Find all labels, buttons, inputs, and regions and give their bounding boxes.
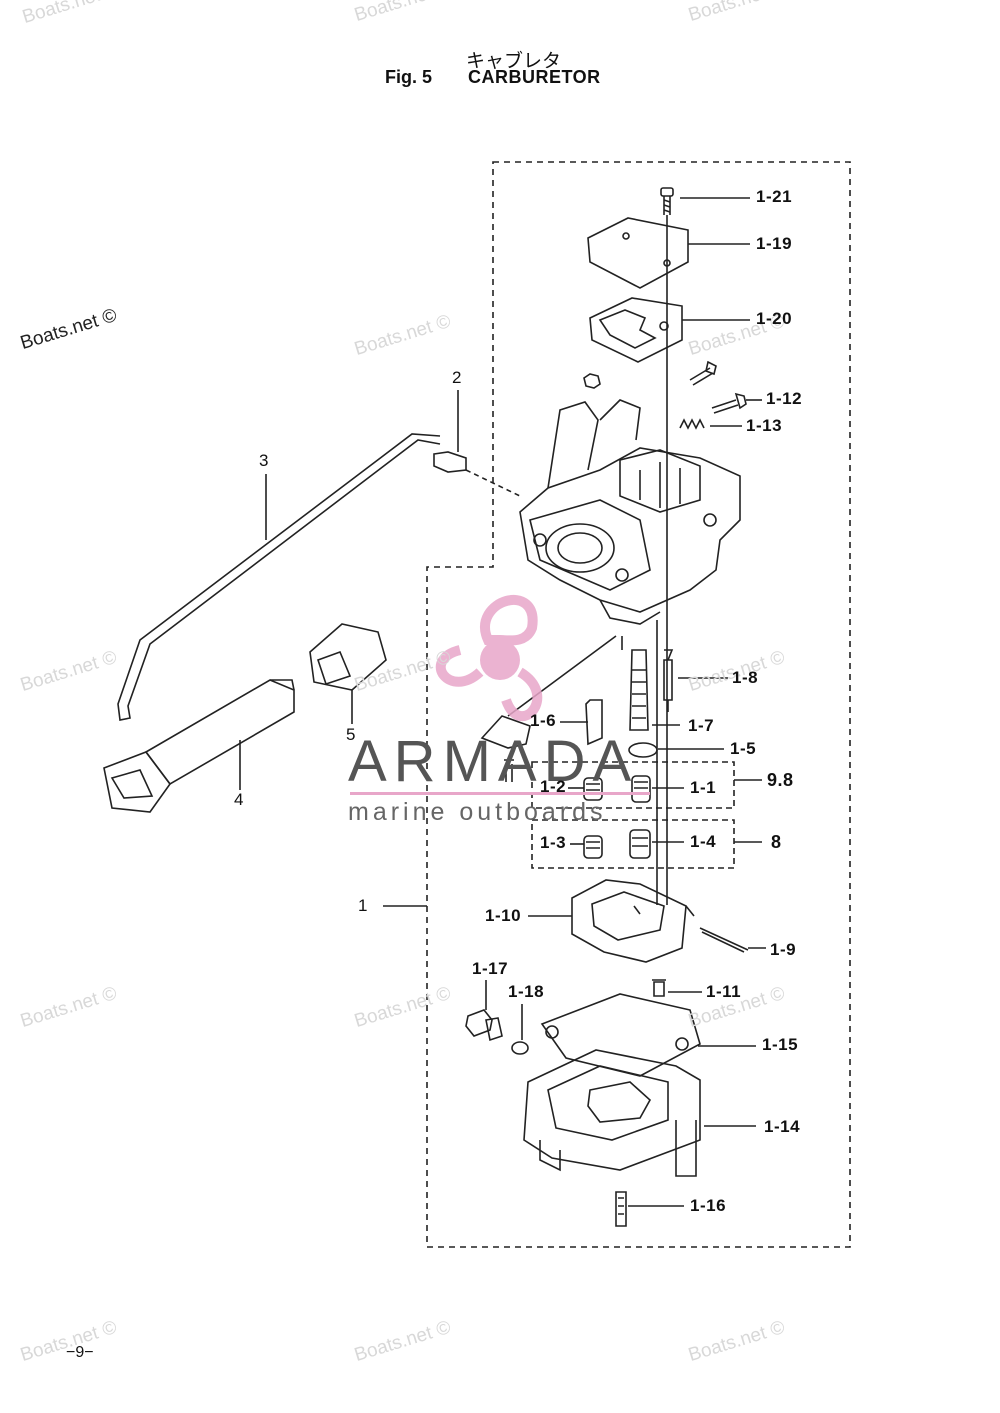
- callout-1-17: 1-17: [472, 959, 509, 978]
- callout-1-4: 1-4: [690, 832, 717, 851]
- callout-1-13: 1-13: [746, 416, 783, 435]
- callout-1-7: 1-7: [688, 716, 715, 735]
- rod-3: [117, 433, 441, 721]
- armada-divider: [350, 792, 650, 795]
- callout-1-15: 1-15: [762, 1035, 799, 1054]
- callout-1-18: 1-18: [508, 982, 545, 1001]
- title-english: CARBURETOR: [468, 67, 601, 87]
- group-box-9-8: [531, 761, 735, 809]
- handle-4: [103, 679, 295, 813]
- callout-1-16: 1-16: [690, 1196, 727, 1215]
- carburetor-body: [519, 399, 741, 625]
- jet-1-4: [629, 829, 651, 859]
- jet-1-3: [583, 835, 603, 859]
- callout-1-1: 1-1: [690, 778, 717, 797]
- plug-1-17: [465, 1009, 503, 1042]
- callout-1-14: 1-14: [764, 1117, 801, 1136]
- callout-2: 2: [452, 368, 462, 387]
- armada-tagline: marine outboards: [348, 798, 607, 826]
- callout-1-11: 1-11: [706, 982, 742, 1001]
- group-box-8: [531, 819, 735, 869]
- jet-1-2: [583, 777, 603, 801]
- cover-1-19: [587, 217, 689, 289]
- nut: [583, 373, 601, 389]
- gasket-1-15: [540, 993, 701, 1077]
- title-japanese: キャブレタ: [466, 50, 562, 72]
- spring-1-13: [679, 418, 705, 430]
- page-number: −9−: [66, 1344, 94, 1361]
- callout-1-10: 1-10: [485, 906, 522, 925]
- o-ring-1-18: [511, 1041, 529, 1055]
- float-bowl-1-14: [523, 1049, 701, 1177]
- jet-1-6: [585, 699, 603, 746]
- callout-8: 8: [771, 832, 782, 852]
- screw-1-12: [711, 392, 747, 414]
- screw-1-16: [615, 1191, 627, 1227]
- callout-4: 4: [234, 790, 244, 809]
- callout-1-6: 1-6: [530, 711, 557, 730]
- elbow-2: [433, 451, 467, 473]
- gasket-1-20: [589, 297, 683, 363]
- callout-1-9: 1-9: [770, 940, 797, 959]
- callout-1-3: 1-3: [540, 833, 567, 852]
- callout-5: 5: [346, 725, 356, 744]
- emulsion-tube-1-7: [629, 649, 649, 731]
- callout-1-5: 1-5: [730, 739, 757, 758]
- needle-1-8: [663, 649, 674, 712]
- screw-1-21: [660, 187, 674, 215]
- callout-1-21: 1-21: [756, 187, 793, 206]
- float-1-10: [571, 879, 695, 963]
- callout-9-8: 9.8: [767, 770, 794, 790]
- callout-1-12: 1-12: [766, 389, 803, 408]
- grip-5: [309, 623, 387, 691]
- callout-1-20: 1-20: [756, 309, 793, 328]
- armada-propeller-logo: [435, 595, 543, 722]
- pin-1-9: [699, 927, 749, 953]
- assembly-outline: [426, 161, 851, 1248]
- figure-number: Fig. 5: [385, 67, 433, 87]
- callout-1-19: 1-19: [756, 234, 793, 253]
- callout-1-8: 1-8: [732, 668, 759, 687]
- screw-1-11: [652, 979, 666, 997]
- armada-brand: ARMADA: [348, 729, 639, 794]
- callout-1: 1: [358, 896, 368, 915]
- callout-1-2: 1-2: [540, 777, 567, 796]
- callout-3: 3: [259, 451, 269, 470]
- o-ring-1-5: [628, 742, 658, 758]
